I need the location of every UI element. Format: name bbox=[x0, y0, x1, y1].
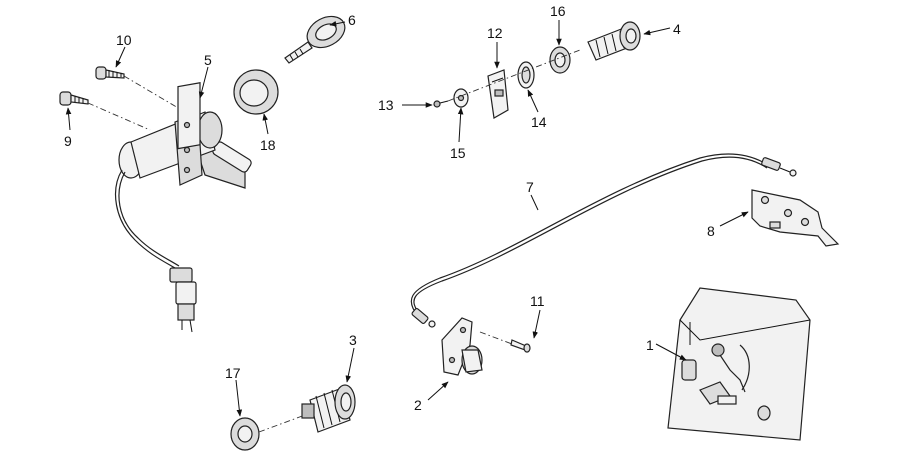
screw-part-11 bbox=[479, 331, 531, 353]
callout-3: 3 bbox=[349, 332, 357, 348]
callout-4: 4 bbox=[673, 21, 681, 37]
callout-5: 5 bbox=[204, 52, 212, 68]
lever-part-2 bbox=[441, 317, 483, 376]
plate-part-12 bbox=[487, 69, 509, 119]
callout-18: 18 bbox=[260, 137, 276, 153]
callout-7: 7 bbox=[526, 179, 534, 195]
bracket-part-8 bbox=[751, 189, 840, 247]
ring-part-14 bbox=[517, 61, 535, 89]
callout-6: 6 bbox=[348, 12, 356, 28]
nut-part-17 bbox=[230, 417, 260, 451]
callout-17: 17 bbox=[225, 365, 241, 381]
ring-part-18 bbox=[233, 69, 279, 115]
washer-part-15 bbox=[453, 88, 469, 108]
lock-barrel-part-3 bbox=[301, 384, 356, 433]
small-screw-part-13 bbox=[433, 100, 449, 108]
callout-15: 15 bbox=[450, 145, 466, 161]
callout-14: 14 bbox=[531, 114, 547, 130]
kit-bag-part-1 bbox=[667, 287, 811, 441]
callout-1: 1 bbox=[646, 337, 654, 353]
callout-11: 11 bbox=[530, 293, 545, 309]
callout-13: 13 bbox=[378, 97, 394, 113]
lock-cylinder-part-4 bbox=[587, 21, 641, 61]
leader-lines bbox=[65, 20, 749, 417]
callout-16: 16 bbox=[550, 3, 566, 19]
key-part-6 bbox=[284, 15, 346, 64]
ignition-switch-part-5 bbox=[115, 82, 252, 333]
screw-part-10 bbox=[95, 66, 125, 80]
callout-10: 10 bbox=[116, 32, 132, 48]
callout-9: 9 bbox=[64, 133, 72, 149]
cable-part-7 bbox=[410, 153, 797, 328]
screw-part-9 bbox=[59, 91, 89, 106]
callout-labels: 10 9 5 6 18 13 15 12 14 16 4 7 8 11 3 17… bbox=[64, 3, 715, 413]
callout-8: 8 bbox=[707, 223, 715, 239]
callout-2: 2 bbox=[414, 397, 422, 413]
callout-12: 12 bbox=[487, 25, 503, 41]
